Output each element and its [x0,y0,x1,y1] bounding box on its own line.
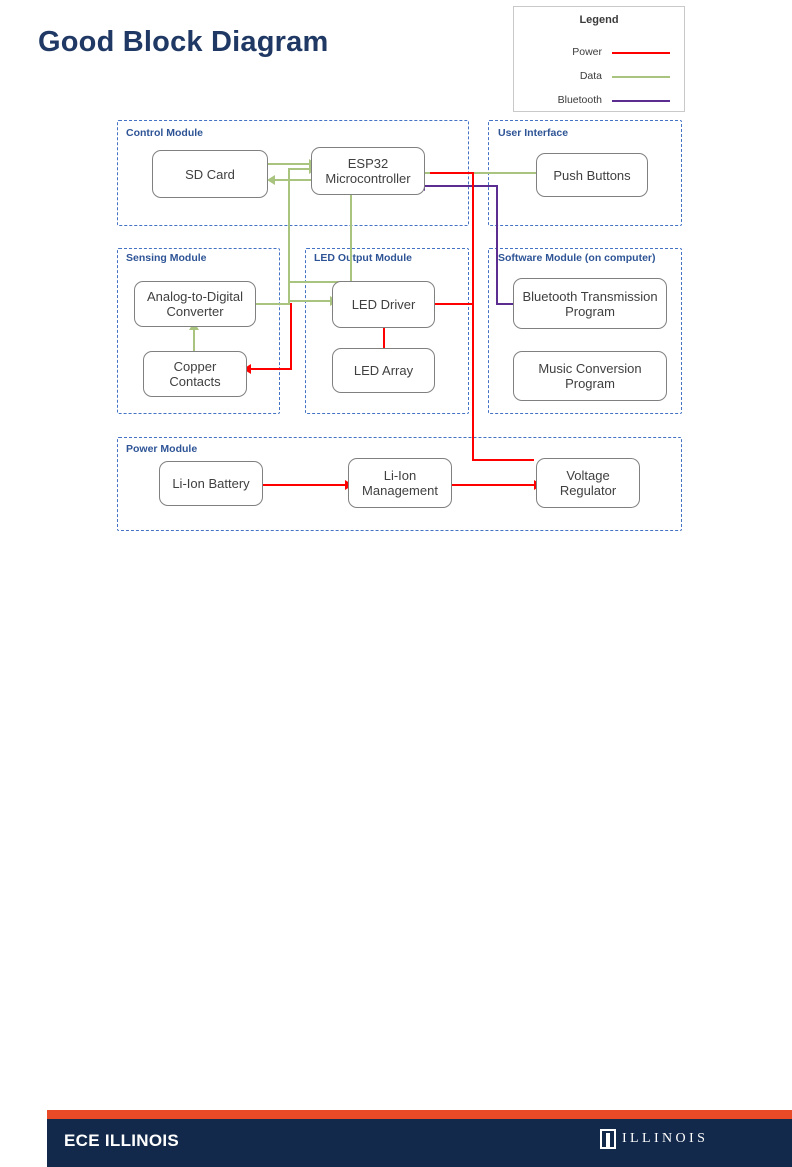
legend-title: Legend [579,14,619,26]
legend-swatch-data [612,76,670,78]
node-label-music-program: Music Conversion Program [538,361,642,391]
edge-battery-to-management [263,484,348,486]
edge-adc-to-esp32 [288,168,311,170]
node-led-array[interactable]: LED Array [332,348,435,393]
group-label-sensing-module: Sensing Module [126,252,207,264]
edge-adc-vertical [288,168,290,304]
node-label-voltage-regulator: Voltage Regulator [559,468,617,498]
legend-swatch-power [612,52,670,54]
legend-item-bluetooth: Bluetooth [514,91,684,109]
node-bluetooth-transmission-program[interactable]: Bluetooth Transmission Program [513,278,667,329]
node-label-push-buttons: Push Buttons [553,167,631,183]
edge-management-to-regulator [452,484,537,486]
legend-label-bluetooth: Bluetooth [557,94,602,106]
edge-power-trunk-vertical [472,172,474,460]
edge-to-leddriver-in [288,300,332,302]
node-led-driver[interactable]: LED Driver [332,281,435,328]
node-sd-card[interactable]: SD Card [152,150,268,198]
edge-power-to-leddriver [420,303,474,305]
edge-sdcard-to-esp32 [267,163,311,165]
edge-bluetooth-from-program [496,303,514,305]
node-esp32-microcontroller[interactable]: ESP32 Microcontroller [311,147,425,195]
edge-power-to-copper [250,368,292,370]
group-label-power-module: Power Module [126,443,198,455]
legend-label-data: Data [579,70,602,82]
node-label-sd-card: SD Card [185,166,235,182]
group-label-user-interface: User Interface [498,127,569,139]
group-software-module [488,248,682,414]
node-label-adc: Analog-to-Digital Converter [146,289,244,319]
node-music-conversion-program[interactable]: Music Conversion Program [513,351,667,401]
edge-esp32-to-leddriver-vert [350,195,352,281]
node-label-li-ion-management: Li-Ion Management [362,468,438,498]
legend-item-data: Data [514,67,684,85]
illinois-logo: ILLINOIS [600,1129,708,1149]
legend-label-power: Power [572,46,602,58]
illinois-wordmark: ILLINOIS [622,1131,709,1146]
legend: Legend Power Data Bluetooth [513,6,685,112]
group-power-module [117,437,682,531]
edge-esp32-to-pushbuttons [425,172,540,174]
node-li-ion-management[interactable]: Li-Ion Management [348,458,452,508]
group-label-control-module: Control Module [126,127,203,139]
node-li-ion-battery[interactable]: Li-Ion Battery [159,461,263,506]
node-label-copper-contacts: Copper Contacts [169,359,221,389]
edge-esp32-to-leddriver-horz [288,281,352,283]
group-led-output-module [305,248,469,414]
node-label-led-array: LED Array [353,363,414,378]
edge-power-to-esp32 [430,172,474,174]
edge-power-trunk-from-regulator [472,459,534,461]
edge-power-branch-vertical [290,303,292,369]
node-label-led-driver: LED Driver [351,297,416,312]
node-label-esp32: ESP32 Microcontroller [325,156,411,186]
page-title: Good Block Diagram [38,26,329,58]
node-voltage-regulator[interactable]: Voltage Regulator [536,458,640,508]
edge-esp32-to-sdcard [275,179,317,181]
footer-accent-bar [47,1110,792,1119]
group-label-software-module: Software Module (on computer) [498,252,656,264]
edge-bluetooth-to-esp32 [425,185,498,187]
footer-org-label: ECE ILLINOIS [64,1131,180,1150]
block-diagram: Control Module User Interface Sensing Mo… [0,0,792,560]
node-copper-contacts[interactable]: Copper Contacts [143,351,247,397]
edge-copper-to-adc [193,330,195,354]
edge-leddriver-to-ledarray [383,328,385,350]
legend-item-power: Power [514,43,684,61]
group-sensing-module [117,248,280,414]
group-label-led-output-module: LED Output Module [314,252,412,264]
edge-bluetooth-vertical [496,185,498,303]
footer-left-spacer [0,1110,47,1167]
node-analog-to-digital-converter[interactable]: Analog-to-Digital Converter [134,281,256,327]
arrowhead-esp32-to-sdcard [267,175,275,185]
arrowhead-power-to-copper [243,364,251,374]
block-i-icon [600,1129,616,1149]
edge-adc-to-riser [256,303,290,305]
footer: ECE ILLINOIS ILLINOIS [0,555,792,1167]
node-push-buttons[interactable]: Push Buttons [536,153,648,197]
legend-swatch-bluetooth [612,100,670,102]
node-label-li-ion-battery: Li-Ion Battery [172,476,250,491]
node-label-bluetooth-program: Bluetooth Transmission Program [522,288,658,319]
